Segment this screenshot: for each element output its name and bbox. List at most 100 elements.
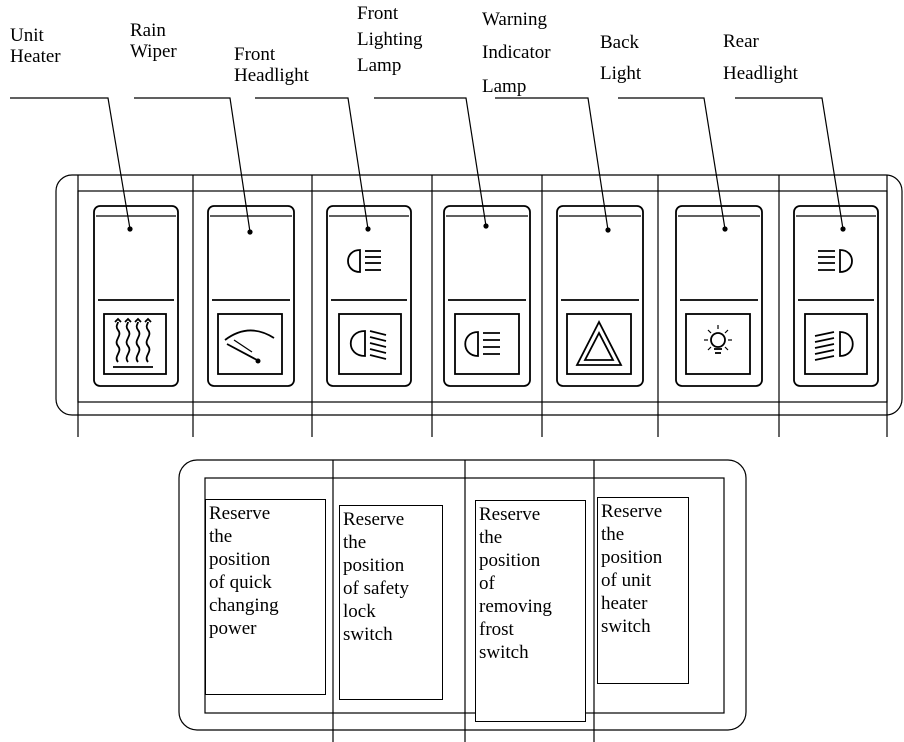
leader-line-rear-headlight: [735, 97, 844, 230]
label-front-headlight-line-2: Headlight: [234, 65, 310, 86]
top-panel-outer-frame: [55, 174, 903, 416]
label-front-headlight-line-1: Front: [234, 44, 276, 65]
reserve-line: position: [479, 550, 541, 571]
label-warning-indicator-lamp-line-2: Indicator: [482, 42, 551, 63]
rear-headlight-icon: [814, 331, 854, 361]
rear-headlight-small-icon: [818, 249, 853, 273]
label-rain-wiper-line-1: Rain: [130, 20, 166, 41]
switch-body: [93, 205, 179, 387]
label-back-light: Back Light: [600, 32, 642, 84]
leader-dot-rear-headlight: [840, 226, 846, 232]
switch-front-headlight: [326, 205, 412, 387]
reserve-line: of unit: [601, 570, 652, 591]
reserve-line: removing: [479, 596, 552, 617]
switch-body: [443, 205, 531, 387]
leader-line-back-light: [618, 97, 726, 230]
label-front-lighting-lamp-line-1: Front: [357, 3, 399, 24]
leader-line-front-lighting-lamp: [374, 97, 487, 227]
label-front-lighting-lamp: Front Lighting Lamp: [357, 3, 423, 76]
reserve-line: position: [601, 547, 663, 568]
bottom-panel-outer-frame: [178, 459, 747, 731]
front-lighting-lamp-icon: [464, 331, 500, 357]
switch-front-lighting-lamp: [443, 205, 531, 387]
reserve-line: lock: [343, 601, 376, 622]
reserve-line: of safety: [343, 578, 409, 599]
top-panel-inner-frame: [77, 190, 888, 403]
reserve-line: position: [209, 549, 271, 570]
reserve-line: the: [209, 526, 233, 547]
label-back-light-line-2: Light: [600, 63, 642, 84]
reserve-line: Reserve: [343, 509, 405, 530]
reserve-line: the: [601, 524, 625, 545]
switch-unit-heater: [93, 205, 179, 387]
icon-frame: [566, 313, 632, 375]
label-rear-headlight-line-1: Rear: [723, 31, 760, 52]
top-panel: [55, 174, 903, 437]
leader-dot-front-lighting-lamp: [483, 223, 489, 229]
label-unit-heater: Unit Heater: [10, 25, 61, 67]
reserve-box-quick-changing-power: Reserve the position of quick changing p…: [205, 499, 326, 695]
switch-body: [207, 205, 295, 387]
leader-line-unit-heater: [10, 97, 131, 230]
leader-dot-back-light: [722, 226, 728, 232]
switch-body: [793, 205, 879, 387]
reserve-line: of quick: [209, 572, 272, 593]
label-front-headlight: Front Headlight: [234, 44, 310, 86]
back-light-bulb-icon: [704, 325, 732, 354]
leader-line-front-headlight: [255, 97, 369, 230]
leader-dot-unit-heater: [127, 226, 133, 232]
reserve-line: of: [479, 573, 495, 594]
switch-body: [326, 205, 412, 387]
reserve-line: Reserve: [479, 504, 541, 525]
switch-rear-headlight: [793, 205, 879, 387]
reserve-line: position: [343, 555, 405, 576]
reserve-line: power: [209, 618, 257, 639]
icon-frame: [338, 313, 402, 375]
label-rain-wiper-line-2: Wiper: [130, 41, 177, 62]
reserve-line: switch: [601, 616, 651, 637]
icon-frame: [454, 313, 520, 375]
label-warning-indicator-lamp-line-1: Warning: [482, 9, 547, 30]
leader-line-rain-wiper: [134, 97, 251, 233]
label-warning-indicator-lamp: Warning Indicator Lamp: [482, 9, 551, 97]
label-front-lighting-lamp-line-2: Lighting: [357, 29, 423, 50]
reserve-line: Reserve: [601, 501, 663, 522]
icon-frame: [103, 313, 167, 375]
leader-line-warning-indicator-lamp: [495, 97, 609, 231]
switch-back-light: [675, 205, 763, 387]
icon-frame: [685, 313, 751, 375]
reserve-line: the: [479, 527, 503, 548]
switch-rain-wiper: [207, 205, 295, 387]
label-warning-indicator-lamp-line-3: Lamp: [482, 76, 526, 97]
switch-body: [556, 205, 644, 387]
front-headlight-icon: [349, 330, 387, 360]
label-unit-heater-line-1: Unit: [10, 25, 45, 46]
reserve-box-safety-lock-switch: Reserve the position of safety lock swit…: [339, 505, 443, 700]
label-front-lighting-lamp-line-3: Lamp: [357, 55, 401, 76]
leader-dot-warning-indicator-lamp: [605, 227, 611, 233]
label-rain-wiper: Rain Wiper: [130, 20, 177, 62]
reserve-box-unit-heater-switch: Reserve the position of unit heater swit…: [597, 497, 689, 684]
warning-triangle-icon: [575, 320, 623, 366]
reserve-line: switch: [343, 624, 393, 645]
label-unit-heater-line-2: Heater: [10, 46, 61, 67]
reserve-line: the: [343, 532, 367, 553]
switch-warning-indicator-lamp: [556, 205, 644, 387]
label-rear-headlight-line-2: Headlight: [723, 63, 799, 84]
heater-icon: [113, 317, 153, 368]
leader-lines: [10, 97, 846, 235]
label-rear-headlight: Rear Headlight: [723, 31, 799, 84]
front-headlight-small-icon: [347, 249, 381, 273]
reserve-line: Reserve: [209, 503, 271, 524]
leader-dot-front-headlight: [365, 226, 371, 232]
reserve-box-removing-frost-switch: Reserve the position of removing frost s…: [475, 500, 586, 722]
reserve-line: frost: [479, 619, 514, 640]
label-back-light-line-1: Back: [600, 32, 640, 53]
wiper-icon: [224, 329, 275, 364]
icon-frame: [217, 313, 283, 375]
icon-frame: [804, 313, 868, 375]
reserve-line: switch: [479, 642, 529, 663]
leader-dot-rain-wiper: [247, 229, 253, 235]
switch-body: [675, 205, 763, 387]
